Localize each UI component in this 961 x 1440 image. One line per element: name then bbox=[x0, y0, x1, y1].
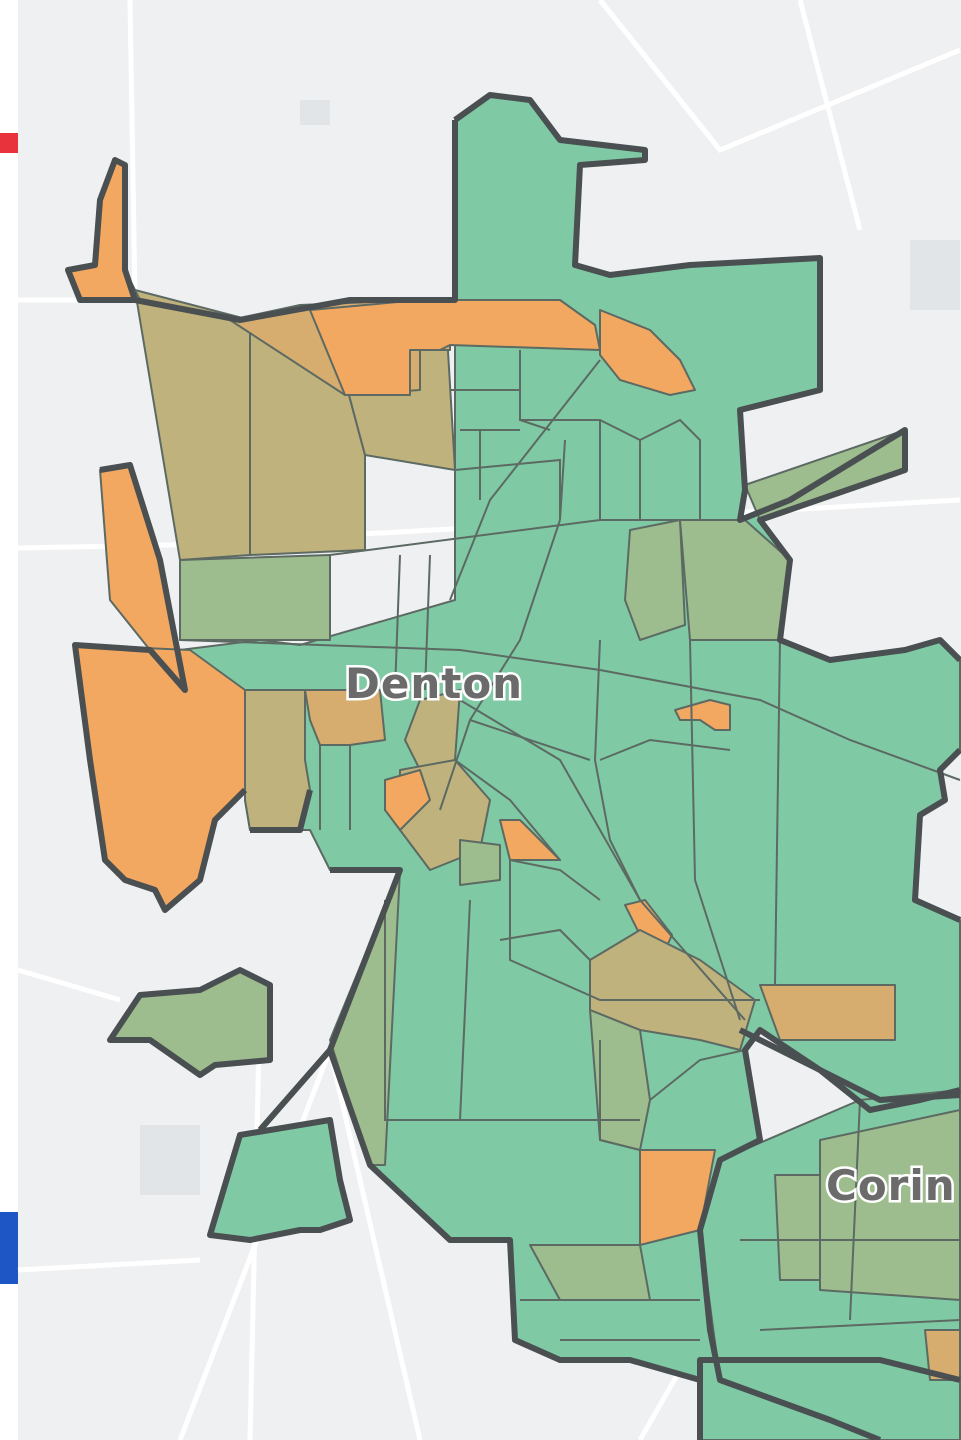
tract bbox=[774, 1174, 821, 1281]
terrain-patches bbox=[140, 100, 960, 1195]
city-label-corinth: Corin bbox=[826, 1161, 956, 1210]
tract bbox=[674, 699, 731, 731]
tract-boundary-lines bbox=[179, 350, 961, 1341]
tract bbox=[759, 984, 896, 1041]
city-label-denton: Denton bbox=[345, 659, 523, 708]
city-boundaries bbox=[65, 92, 961, 1440]
roads bbox=[17, 0, 961, 1440]
census-tracts bbox=[67, 94, 961, 1440]
left-edge-red-marker bbox=[0, 133, 18, 153]
tract bbox=[624, 519, 686, 641]
tract bbox=[599, 309, 696, 396]
tract bbox=[589, 1009, 651, 1151]
left-edge-blue-marker bbox=[0, 1212, 18, 1284]
tract bbox=[384, 769, 431, 831]
tract bbox=[244, 689, 311, 831]
tract bbox=[459, 839, 501, 886]
tract bbox=[179, 554, 331, 641]
tract bbox=[309, 299, 601, 396]
